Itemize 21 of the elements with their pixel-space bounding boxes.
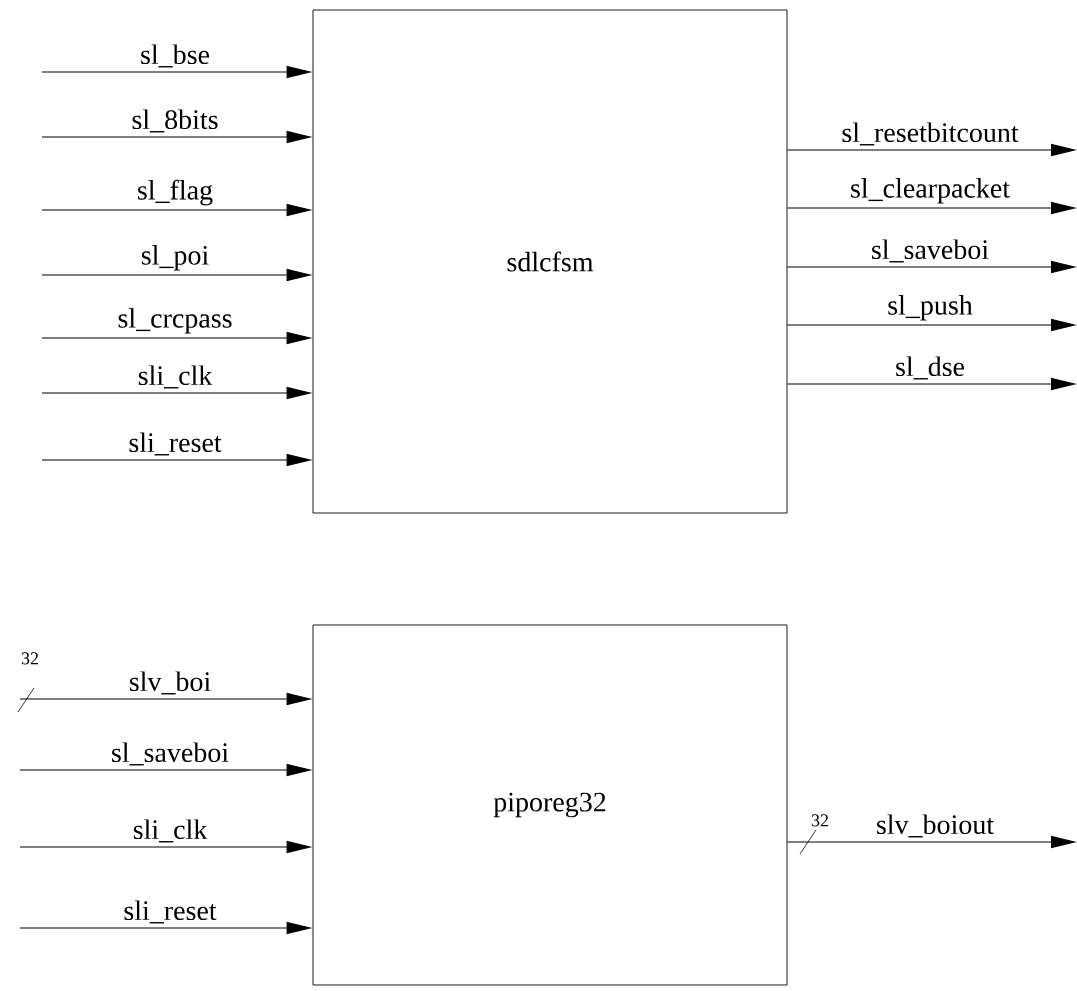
signal-label: sl_saveboi: [109, 741, 231, 767]
signal-label: sl_clearpacket: [848, 177, 1012, 205]
signal-label: sli_reset: [127, 431, 223, 457]
signal-label: sl_resetbitcount: [840, 121, 1020, 147]
block-box: sdlcfsm: [312, 9, 788, 514]
signal-label: sl_saveboi: [869, 238, 991, 264]
signal-label: sl_flag: [135, 178, 215, 207]
signal-label: sli_clk: [136, 364, 214, 390]
signal-label: sli_reset: [122, 899, 218, 925]
signal-label: sli_clk: [131, 818, 209, 844]
signal-label: sl_8bits: [130, 108, 220, 134]
bus-width-label: 32: [811, 814, 828, 827]
signal-label: sl_push: [886, 294, 974, 322]
signal-label: sl_bse: [139, 43, 211, 69]
signal-label: sl_crcpass: [116, 307, 234, 335]
signal-label: slv_boiout: [874, 813, 996, 839]
bus-width-label: 32: [21, 652, 38, 665]
signal-label: sl_dse: [894, 355, 966, 381]
block-box: piporeg32: [312, 624, 788, 986]
signal-label: slv_boi: [127, 670, 213, 696]
signal-label: sl_poi: [139, 244, 211, 272]
